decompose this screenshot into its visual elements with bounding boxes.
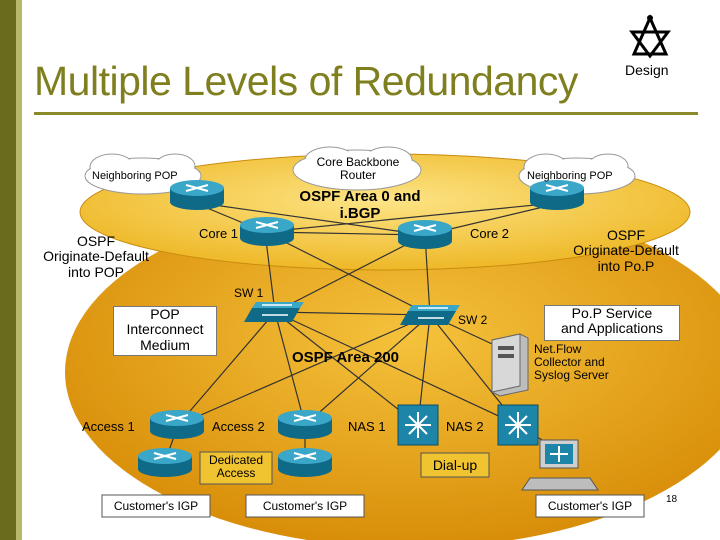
router-access2-icon: [278, 410, 332, 439]
router-neighbor-right-icon: [530, 180, 584, 210]
ospf-area200-label: OSPF Area 200: [292, 349, 399, 366]
ospf-default-pop-line2: Originate-Default: [43, 248, 149, 265]
switch-sw1-icon: [244, 302, 304, 322]
cloud-center-icon: [292, 146, 422, 191]
slide-title: Multiple Levels of Redundancy: [34, 58, 578, 104]
ospf-default-right-line3: into Po.P: [597, 257, 655, 274]
pop-service-line2: and Applications: [561, 320, 663, 337]
router-customer-mid-icon: [278, 448, 332, 477]
sw1-label: SW 1: [234, 286, 264, 300]
nas2-icon: [497, 404, 539, 446]
customer-igp-left-box: [101, 494, 211, 518]
customer-igp-mid-box: [245, 494, 365, 518]
ospf-default-pop-label: OSPF Originate-Default into POP: [28, 233, 164, 280]
ospf-area0-line2: i.BGP: [339, 204, 381, 222]
router-core1-icon: [240, 217, 294, 246]
masonic-compass-icon: [629, 14, 671, 59]
pop-service-label: Po.P Service and Applications: [544, 305, 680, 341]
router-access1-icon: [150, 410, 204, 439]
neighboring-pop-left-label: Neighboring POP: [92, 170, 178, 182]
access1-label: Access 1: [82, 419, 135, 434]
pop-interconnect-label: POP Interconnect Medium: [113, 306, 217, 356]
customer-igp-right-label: Customer's IGP: [547, 499, 633, 513]
netflow-line2: Collector and: [534, 355, 605, 370]
switch-sw2-icon: [400, 305, 460, 325]
netflow-line1: Net.Flow: [534, 342, 582, 356]
core-backbone-line1: Core Backbone: [316, 155, 400, 169]
core2-label: Core 2: [470, 226, 510, 241]
pop-interconnect-line2: Interconnect: [126, 321, 204, 338]
router-core2-icon: [398, 220, 452, 249]
dedicated-access-line1: Dedicated: [208, 453, 264, 467]
dialup-label: Dial-up: [432, 457, 478, 473]
dedicated-access-box: [199, 451, 273, 485]
slide-sidebar-accent: [16, 0, 22, 540]
ospf-default-pop-line3: into POP: [67, 263, 125, 280]
pop-service-line1: Po.P Service: [571, 305, 653, 321]
nas2-label: NAS 2: [446, 419, 484, 434]
cloud-left-icon: [84, 153, 202, 195]
ospf-default-pop-line1: OSPF: [76, 233, 116, 249]
workstation-icon: [521, 439, 599, 491]
design-label: Design: [625, 62, 669, 78]
pop-interconnect-line3: Medium: [140, 336, 190, 353]
pop-interconnect-line1: POP: [150, 306, 180, 322]
core-backbone-router-label: Core Backbone Router: [302, 155, 414, 183]
nas1-icon: [397, 404, 439, 446]
neighboring-pop-right-label: Neighboring POP: [527, 170, 613, 182]
access2-label: Access 2: [212, 419, 265, 434]
ospf-area0-label: OSPF Area 0 and i.BGP: [280, 188, 440, 222]
sw2-label: SW 2: [458, 313, 488, 327]
title-divider: [34, 112, 698, 115]
page-number: 18: [666, 494, 678, 505]
core-backbone-line2: Router: [339, 168, 377, 183]
core1-label: Core 1: [199, 226, 239, 241]
customer-igp-right-box: [535, 494, 645, 518]
router-customer-left-icon: [138, 448, 192, 477]
dedicated-access-label: Dedicated Access: [200, 453, 272, 481]
dedicated-access-line2: Access: [216, 466, 256, 481]
customer-igp-mid-label: Customer's IGP: [262, 499, 348, 513]
dialup-box: [420, 452, 490, 478]
server-tower-icon: [491, 333, 529, 397]
link-lines: [164, 202, 561, 463]
slide-sidebar-bar: [0, 0, 16, 540]
customer-igp-left-label: Customer's IGP: [113, 499, 199, 513]
ospf-default-right-line2: Originate-Default: [573, 242, 679, 259]
ospf-default-right-line1: OSPF: [606, 227, 646, 243]
router-neighbor-left-icon: [170, 180, 224, 210]
netflow-line3: Syslog Server: [534, 368, 609, 383]
nas1-label: NAS 1: [348, 419, 386, 434]
netflow-label: Net.Flow Collector and Syslog Server: [534, 342, 609, 383]
ospf-area0-line1: OSPF Area 0 and: [299, 188, 421, 205]
ospf-default-right-label: OSPF Originate-Default into Po.P: [556, 227, 696, 274]
